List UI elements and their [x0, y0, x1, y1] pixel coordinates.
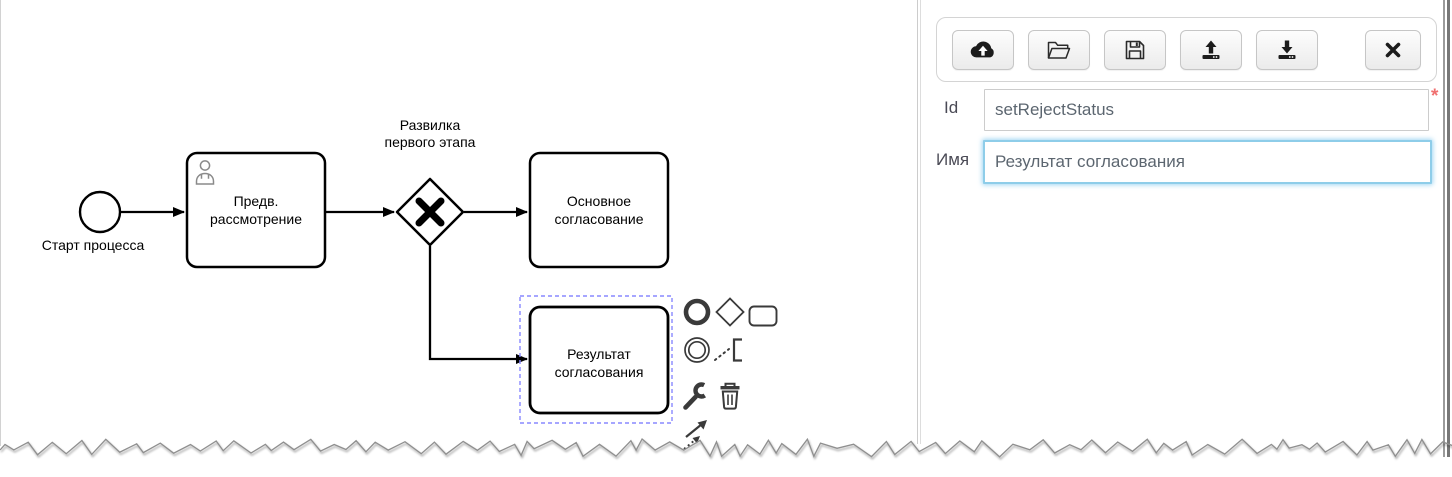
- panel-divider[interactable]: [917, 0, 921, 444]
- connect-arrow-icon: [683, 420, 707, 450]
- name-field[interactable]: [983, 140, 1432, 184]
- required-marker: *: [1431, 86, 1439, 107]
- window-right-border-inner: [1443, 0, 1445, 457]
- name-field-label: Имя: [936, 150, 970, 169]
- cloud-upload-button[interactable]: [952, 29, 1014, 70]
- append-gateway-button[interactable]: [714, 296, 746, 328]
- task-result-label: Результат согласования: [554, 346, 644, 380]
- id-field[interactable]: [984, 89, 1429, 131]
- save-icon: [1125, 40, 1145, 59]
- panel-toolbar: [936, 17, 1437, 82]
- save-button[interactable]: [1104, 29, 1166, 70]
- window-left-border: [0, 0, 1, 446]
- wrench-icon: [683, 382, 710, 410]
- trash-icon: [720, 382, 740, 410]
- torn-edge: [0, 437, 1452, 458]
- download-icon: [1278, 40, 1296, 59]
- append-end-event-button[interactable]: [681, 296, 713, 328]
- wrench-button[interactable]: [681, 380, 713, 412]
- trash-button[interactable]: [714, 380, 746, 412]
- open-file-button[interactable]: [1028, 29, 1090, 70]
- append-text-annotation-icon: [714, 338, 742, 362]
- connect-button[interactable]: [681, 416, 713, 452]
- start-event[interactable]: [78, 190, 122, 234]
- open-file-icon: [1047, 41, 1071, 59]
- download-button[interactable]: [1256, 29, 1318, 70]
- flow-gateway-to-result[interactable]: [428, 246, 528, 364]
- diagram-canvas[interactable]: [0, 0, 917, 460]
- append-gateway-icon: [715, 297, 745, 327]
- append-intermediate-event-icon: [684, 337, 710, 363]
- task-preliminary-review[interactable]: [185, 151, 327, 269]
- torn-edge-path: [0, 437, 1452, 458]
- append-text-annotation-button[interactable]: [711, 334, 753, 366]
- task-approval-result[interactable]: [528, 305, 670, 415]
- task-main-label: Основное согласование: [554, 193, 644, 227]
- append-task-button[interactable]: [747, 300, 779, 332]
- append-end-event-icon: [683, 298, 711, 326]
- upload-icon: [1202, 40, 1220, 59]
- close-button[interactable]: [1365, 29, 1421, 70]
- task-main-approval[interactable]: [528, 151, 670, 269]
- append-task-icon: [748, 305, 778, 327]
- append-intermediate-event-button[interactable]: [681, 334, 713, 366]
- close-icon: [1385, 42, 1401, 57]
- xor-gateway-marker: [415, 197, 445, 227]
- task-preliminary-label: Предв. рассмотрение: [210, 193, 302, 227]
- id-field-label: Id: [944, 98, 959, 117]
- user-icon: [195, 160, 215, 185]
- window-right-border-outer: [1447, 0, 1450, 457]
- cloud-upload-icon: [970, 40, 994, 57]
- upload-button[interactable]: [1180, 29, 1242, 70]
